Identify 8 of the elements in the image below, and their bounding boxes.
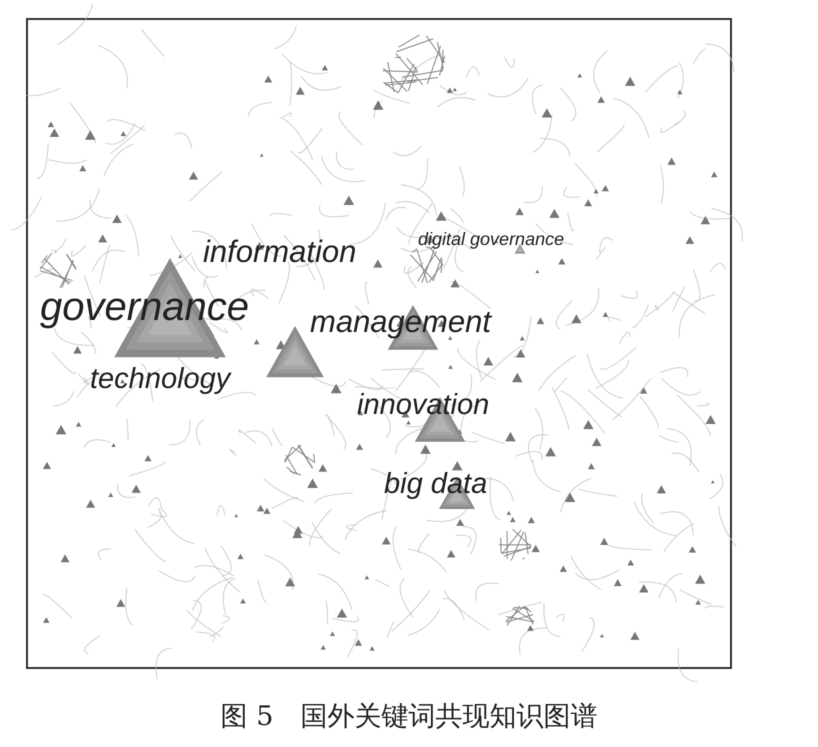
keyword-label: technology — [90, 365, 230, 394]
keyword-label: management — [310, 306, 491, 337]
keyword-label: information — [203, 236, 356, 267]
keyword-label: governance — [40, 287, 250, 327]
figure-caption: 图 5 国外关键词共现知识图谱 — [220, 700, 598, 734]
keyword-label: innovation — [357, 391, 490, 420]
keyword-label: big data — [384, 470, 488, 499]
keyword-label: digital governance — [418, 230, 564, 248]
